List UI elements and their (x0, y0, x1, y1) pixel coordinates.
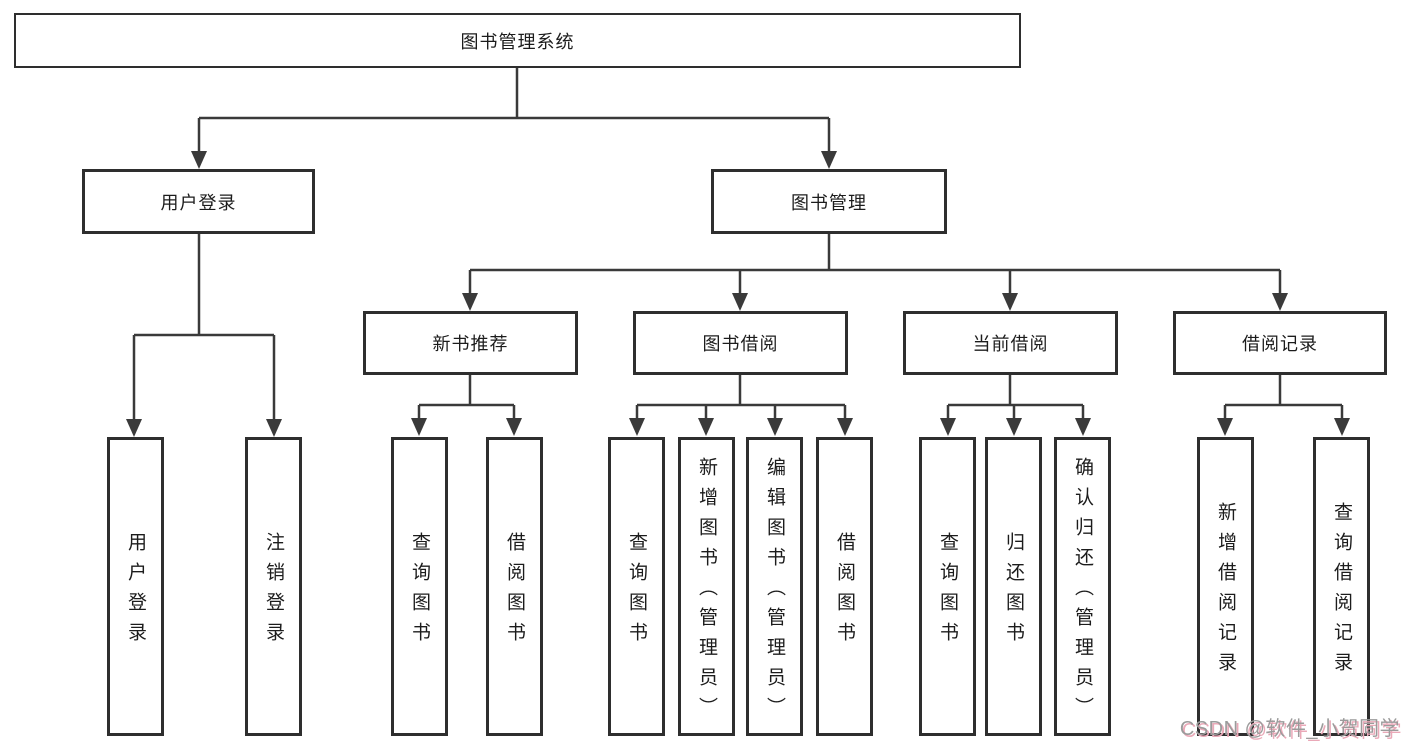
leaf-query-books-recommend: 查询图书 (391, 437, 448, 736)
connector-root-to-level2 (191, 68, 837, 169)
node-book-borrow: 图书借阅 (633, 311, 848, 375)
leaf-borrow-books-recommend-label: 借阅图书 (504, 532, 525, 652)
node-current-borrow-label: 当前借阅 (972, 334, 1049, 354)
node-book-borrow-label: 图书借阅 (702, 334, 779, 354)
leaf-query-books-borrow: 查询图书 (608, 437, 665, 736)
connector-bookmgmt-to-level3 (462, 234, 1288, 311)
connector-newbook-to-leaves (411, 375, 522, 436)
leaf-borrow-books-recommend: 借阅图书 (486, 437, 543, 736)
leaf-query-borrow-record-label: 查询借阅记录 (1331, 502, 1352, 682)
connector-userlogin-to-leaves (126, 234, 282, 437)
leaf-query-books-borrow-label: 查询图书 (626, 532, 647, 652)
node-user-login: 用户登录 (82, 169, 315, 234)
leaf-add-borrow-record: 新增借阅记录 (1197, 437, 1254, 736)
node-root: 图书管理系统 (14, 13, 1021, 68)
leaf-query-books-current: 查询图书 (919, 437, 976, 736)
node-root-label: 图书管理系统 (460, 31, 575, 52)
connector-borrow-to-leaves (629, 375, 853, 436)
leaf-confirm-return-admin-label: 确认归还（管理员） (1072, 457, 1093, 727)
leaf-borrow-books: 借阅图书 (816, 437, 873, 736)
node-borrow-records-label: 借阅记录 (1242, 334, 1318, 354)
watermark-text: CSDN @软件_小贺同学 (1179, 718, 1400, 740)
leaf-return-book: 归还图书 (985, 437, 1042, 736)
leaf-query-books-current-label: 查询图书 (937, 532, 958, 652)
connector-records-to-leaves (1217, 375, 1350, 436)
node-user-login-label: 用户登录 (160, 192, 237, 213)
leaf-add-book-admin: 新增图书（管理员） (678, 437, 735, 736)
node-new-book-recommend-label: 新书推荐 (432, 334, 509, 354)
leaf-edit-book-admin: 编辑图书（管理员） (746, 437, 803, 736)
node-borrow-records: 借阅记录 (1173, 311, 1387, 375)
node-new-book-recommend: 新书推荐 (363, 311, 578, 375)
leaf-add-borrow-record-label: 新增借阅记录 (1215, 502, 1236, 682)
leaf-add-book-admin-label: 新增图书（管理员） (696, 457, 717, 727)
leaf-query-books-recommend-label: 查询图书 (409, 532, 430, 652)
leaf-query-borrow-record: 查询借阅记录 (1313, 437, 1370, 736)
node-book-management-label: 图书管理 (791, 192, 867, 213)
node-book-management: 图书管理 (711, 169, 947, 234)
leaf-edit-book-admin-label: 编辑图书（管理员） (764, 457, 785, 727)
leaf-borrow-books-label: 借阅图书 (834, 532, 855, 652)
node-current-borrow: 当前借阅 (903, 311, 1118, 375)
leaf-user-login-label: 用户登录 (125, 532, 146, 652)
connector-current-to-leaves (940, 375, 1091, 436)
leaf-confirm-return-admin: 确认归还（管理员） (1054, 437, 1111, 736)
leaf-return-book-label: 归还图书 (1003, 532, 1024, 652)
leaf-user-login: 用户登录 (107, 437, 164, 736)
leaf-logout: 注销登录 (245, 437, 302, 736)
leaf-logout-label: 注销登录 (263, 532, 284, 652)
